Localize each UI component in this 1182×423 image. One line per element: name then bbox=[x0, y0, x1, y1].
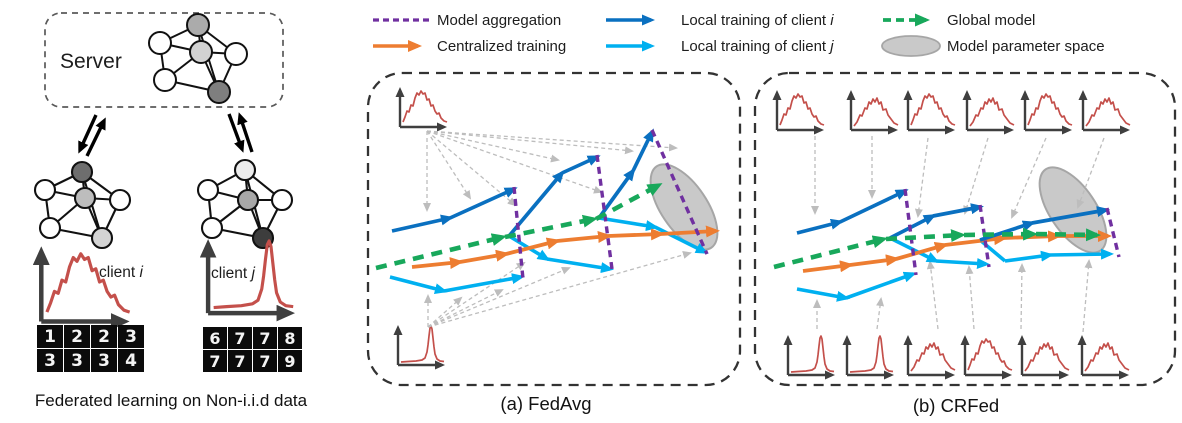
legend-swatches bbox=[373, 13, 941, 57]
legend-client-j-symbol: j bbox=[830, 38, 834, 55]
panel-b-top-distributions bbox=[777, 93, 1130, 130]
panel-b-client-i-trajectory bbox=[796, 189, 1110, 242]
mnist-digit-tile: 3 bbox=[91, 349, 117, 372]
legend-label-model-aggregation: Model aggregation bbox=[437, 12, 562, 29]
legend-label-global-model: Global model bbox=[947, 12, 1036, 29]
panel-a-caption: (a) FedAvg bbox=[500, 393, 592, 414]
parameter-space-ellipse-sample bbox=[881, 35, 941, 57]
client-i-distribution-plot bbox=[41, 252, 129, 322]
mnist-digit-tile: 7 bbox=[253, 327, 277, 349]
panel-a-global-model-trajectory bbox=[375, 182, 663, 271]
mnist-digit-tile: 3 bbox=[37, 349, 63, 372]
server-network bbox=[148, 13, 248, 104]
panel-b-sampling-arrows bbox=[811, 136, 1105, 333]
panel-a-bottom-distribution bbox=[398, 326, 444, 365]
panel-b-crfed bbox=[753, 71, 1177, 387]
legend-label-model-parameter-space: Model parameter space bbox=[947, 38, 1105, 55]
mnist-digit-tile: 8 bbox=[278, 327, 302, 349]
mnist-digit-tile: 2 bbox=[91, 325, 117, 348]
panel-a-fedavg bbox=[366, 71, 742, 387]
client-i-label-text: client bbox=[99, 264, 140, 281]
panel-b-border bbox=[753, 71, 1177, 387]
legend-local-training-i-text: Local training of client bbox=[681, 12, 831, 29]
mnist-digit-tile: 7 bbox=[228, 327, 252, 349]
legend-client-i-symbol: i bbox=[830, 12, 834, 29]
panel-a-centralized-trajectory bbox=[411, 225, 720, 270]
client-j-label: client j bbox=[211, 265, 255, 283]
client-j-network bbox=[196, 158, 294, 250]
mnist-digit-tile: 1 bbox=[37, 325, 63, 348]
legend-label-local-training-j: Local training of client j bbox=[681, 38, 834, 55]
mnist-digit-tile: 2 bbox=[64, 325, 90, 348]
mnist-digit-tile: 4 bbox=[118, 349, 144, 372]
mnist-digit-tile: 3 bbox=[118, 325, 144, 348]
server-client-arrows bbox=[78, 112, 254, 157]
panel-b-client-j-trajectory bbox=[796, 236, 1114, 302]
mnist-digit-tile: 7 bbox=[253, 350, 277, 372]
panel-b-aggregation-lines bbox=[903, 188, 1121, 276]
panel-a-sampling-arrows bbox=[423, 130, 692, 328]
server-box bbox=[44, 12, 284, 108]
server-label: Server bbox=[60, 50, 122, 73]
client-i-symbol: i bbox=[139, 264, 143, 281]
client-i-network bbox=[33, 160, 132, 250]
panel-b-global-model-trajectory bbox=[773, 227, 1101, 270]
client-j-symbol: j bbox=[251, 265, 255, 282]
client-j-label-text: client bbox=[211, 265, 252, 282]
legend-local-training-j-text: Local training of client bbox=[681, 38, 831, 55]
panel-a-aggregation-lines bbox=[512, 129, 709, 280]
mnist-digit-tile: 6 bbox=[203, 327, 227, 349]
mnist-digit-tile: 7 bbox=[228, 350, 252, 372]
mnist-digit-tile: 3 bbox=[64, 349, 90, 372]
panel-a-client-j-trajectory bbox=[389, 216, 709, 295]
left-panel-caption: Federated learning on Non-i.i.d data bbox=[34, 391, 308, 410]
client-i-label: client i bbox=[99, 264, 143, 282]
legend-label-centralized-training: Centralized training bbox=[437, 38, 567, 55]
panel-a-parameter-space-ellipse bbox=[649, 163, 719, 251]
mnist-digit-tile: 9 bbox=[278, 350, 302, 372]
panel-a-top-distribution bbox=[400, 90, 447, 127]
legend-label-local-training-i: Local training of client i bbox=[681, 12, 834, 29]
panel-a-border bbox=[366, 71, 742, 387]
panel-b-bottom-distributions bbox=[788, 336, 1129, 375]
mnist-digit-tile: 7 bbox=[203, 350, 227, 372]
panel-b-caption: (b) CRFed bbox=[912, 395, 1000, 416]
